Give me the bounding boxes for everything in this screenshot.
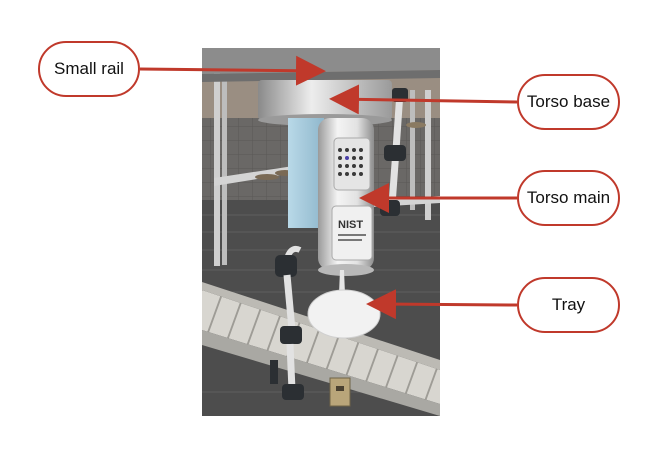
callout-tray: Tray (517, 277, 620, 333)
callout-small-rail-label: Small rail (54, 59, 124, 78)
small-rail (202, 48, 440, 82)
panel-logo: NIST (338, 219, 363, 231)
arrow-torso-base (329, 84, 518, 115)
callout-torso-base-label: Torso base (526, 92, 611, 111)
arrow-tray (366, 289, 518, 320)
callout-arrows (139, 55, 518, 320)
callout-tray-label: Tray (551, 295, 586, 314)
robot-arms (270, 88, 408, 400)
callout-torso-main-label: Torso main (526, 188, 611, 207)
callout-small-rail: Small rail (38, 41, 140, 97)
callout-torso-base: Torso base (517, 74, 620, 130)
frame-structure (214, 70, 440, 266)
arrow-small-rail (139, 55, 326, 86)
callout-torso-main: Torso main (517, 170, 620, 226)
torso-main: NIST (288, 118, 374, 276)
